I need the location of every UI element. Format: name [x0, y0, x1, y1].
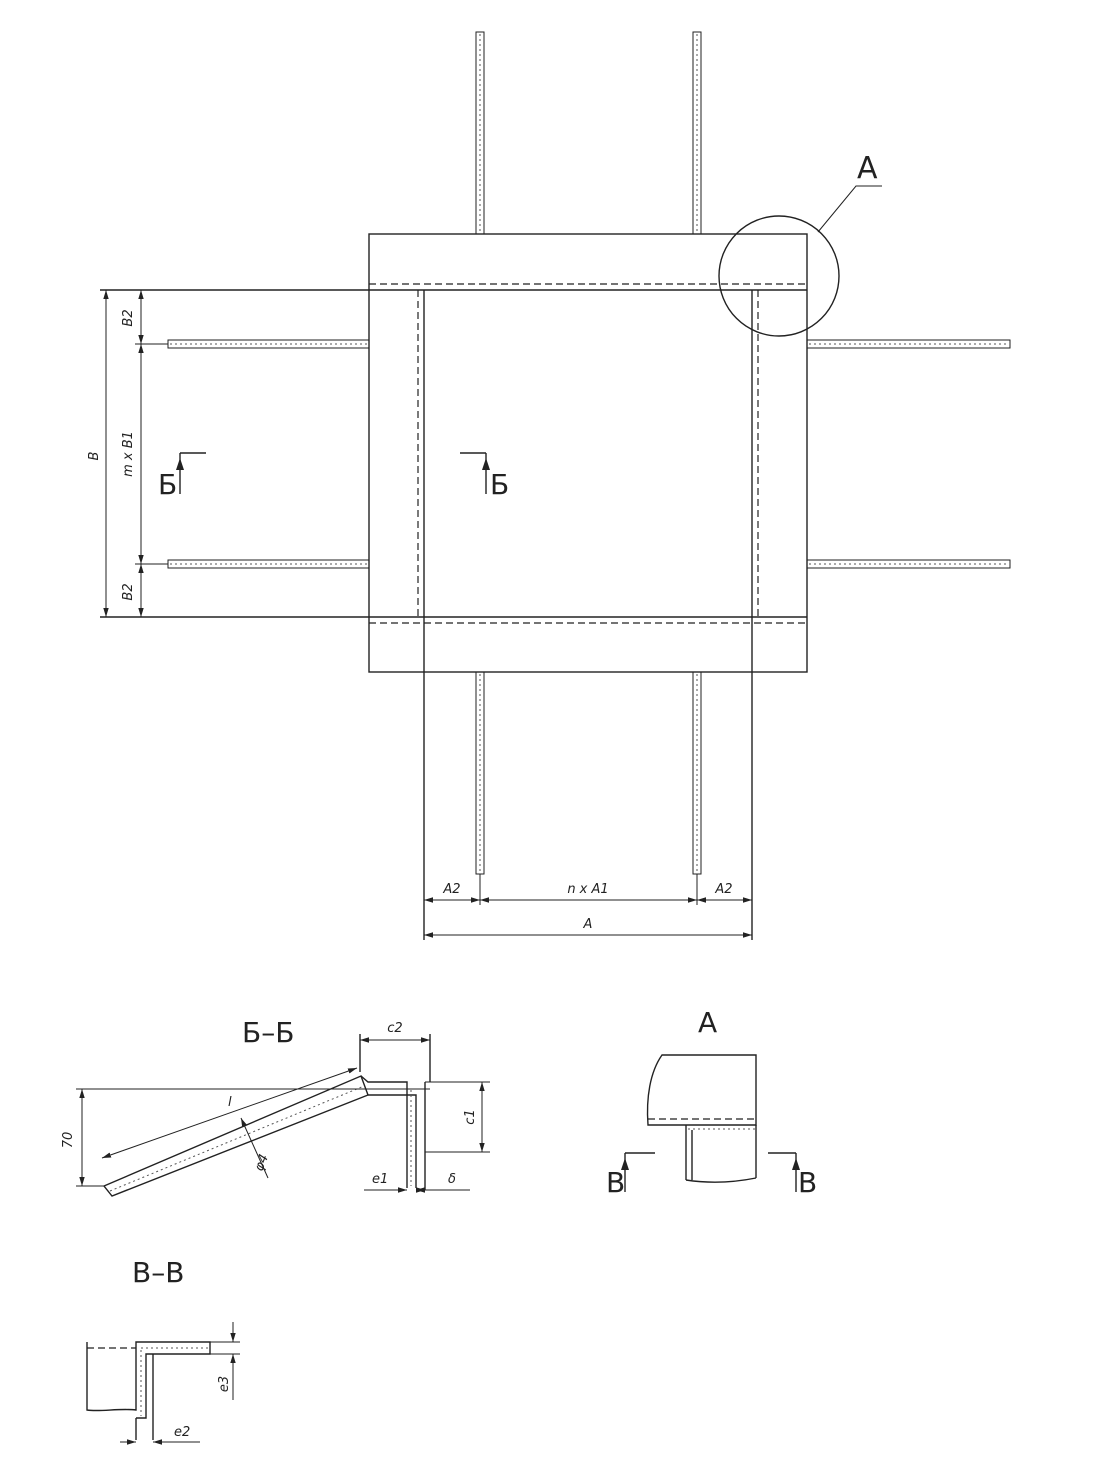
svg-text:B2: B2: [121, 309, 136, 326]
dim-B: B: [87, 290, 109, 617]
outer-frame: [368, 233, 808, 673]
section-mark-left: Б: [158, 452, 206, 501]
svg-text:φ4: φ4: [252, 1152, 272, 1173]
detail-a-title: A: [698, 1006, 717, 1039]
section-mark-right: Б: [460, 452, 509, 501]
anchor-left-bottom: [167, 559, 370, 569]
svg-text:B: B: [87, 451, 102, 460]
dim-A2-left: A2: [424, 882, 480, 903]
dim-B2-top: B2: [121, 290, 144, 344]
anchor-left-top: [167, 339, 370, 349]
section-bb-title: Б–Б: [242, 1016, 294, 1049]
detail-a-mark-left: B: [606, 1152, 655, 1199]
svg-text:e1: e1: [372, 1172, 388, 1187]
svg-text:A2: A2: [442, 882, 460, 897]
dim-nA1: n x A1: [480, 882, 697, 903]
svg-text:c2: c2: [387, 1021, 402, 1036]
anchor-bottom-right: [692, 671, 702, 875]
plan-view: A Б Б B B2 m x B1: [87, 31, 1011, 940]
svg-text:e2: e2: [174, 1425, 190, 1440]
svg-text:A: A: [583, 917, 593, 932]
dim-B2-bottom: B2: [121, 564, 144, 617]
section-vv-title: B–B: [132, 1256, 184, 1289]
section-vv: B–B e3 e2: [86, 1256, 240, 1445]
dim-A2-right: A2: [697, 882, 752, 903]
svg-text:B2: B2: [121, 583, 136, 600]
anchor-right-bottom: [806, 559, 1011, 569]
detail-callout-label: A: [857, 151, 878, 186]
svg-text:Б: Б: [158, 468, 177, 501]
svg-text:70: 70: [61, 1132, 76, 1149]
dim-mB1: m x B1: [121, 344, 144, 564]
anchor-top-right: [692, 31, 702, 235]
svg-text:B: B: [606, 1166, 625, 1199]
svg-text:l: l: [228, 1095, 232, 1110]
svg-text:δ: δ: [448, 1172, 456, 1187]
anchor-right-top: [806, 339, 1011, 349]
svg-text:m x B1: m x B1: [121, 431, 136, 477]
detail-a-mark-right: B: [768, 1152, 817, 1199]
svg-text:Б: Б: [490, 468, 509, 501]
anchor-bottom-left: [475, 671, 485, 875]
svg-text:B: B: [798, 1166, 817, 1199]
dim-A: A: [424, 917, 752, 938]
svg-text:n x A1: n x A1: [567, 882, 608, 897]
svg-text:e3: e3: [217, 1376, 232, 1392]
anchor-top-left: [475, 31, 485, 235]
svg-text:A2: A2: [714, 882, 732, 897]
svg-text:c1: c1: [463, 1109, 478, 1124]
detail-a: A B B: [606, 1006, 817, 1199]
section-bb: Б–Б 70 l φ4 c2 c1 e1: [61, 1016, 490, 1197]
detail-circle: [718, 215, 840, 337]
